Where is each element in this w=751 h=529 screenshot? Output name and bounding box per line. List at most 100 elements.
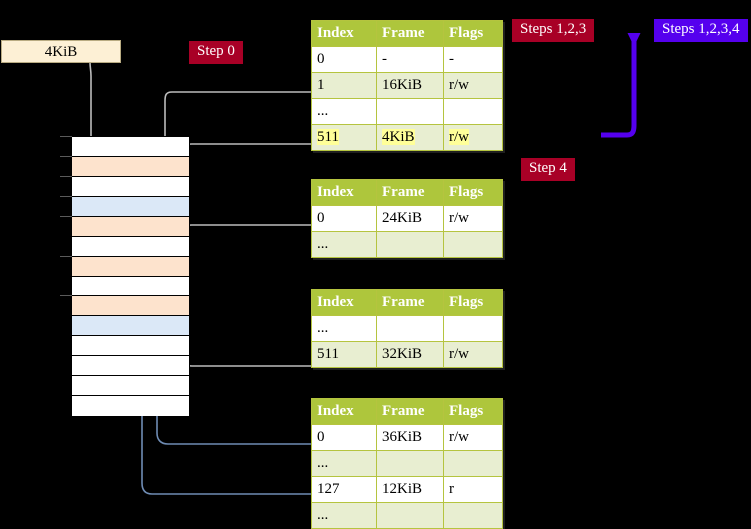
memory-frame-tick-6 <box>60 256 72 257</box>
cell-flags: r/w <box>443 341 503 368</box>
badge-step-4: Step 4 <box>521 158 575 181</box>
memory-frame-4 <box>72 217 189 237</box>
memory-frame-2 <box>72 177 189 197</box>
col-header-frame: Frame <box>376 289 444 316</box>
cell-index: ... <box>311 315 377 342</box>
cell-flags-text: r/w <box>449 129 469 145</box>
col-header-frame: Frame <box>376 20 444 47</box>
col-header-flags: Flags <box>443 20 503 47</box>
page-table-pdpt: Index Frame Flags 0 24KiB r/w ... <box>311 179 503 258</box>
table-row: 127 12KiB r <box>311 476 503 503</box>
memory-frame-0 <box>72 137 189 157</box>
table-header-row: Index Frame Flags <box>311 398 503 425</box>
cell-flags <box>443 98 503 125</box>
connector-pml4-row1 <box>164 91 311 162</box>
connector-pdpt-row0 <box>179 224 311 269</box>
cell-index: 0 <box>311 424 377 451</box>
table-row: ... <box>311 502 503 529</box>
table-row: ... <box>311 315 503 342</box>
cell-index: 511 <box>311 341 377 368</box>
col-header-frame: Frame <box>376 398 444 425</box>
cell-frame: 12KiB <box>376 476 444 503</box>
memory-frame-1 <box>72 157 189 177</box>
cell-index: 511 <box>311 124 377 151</box>
col-header-frame: Frame <box>376 179 444 206</box>
badge-steps-1234: Steps 1,2,3,4 <box>654 19 748 42</box>
memory-frame-tick-0 <box>60 136 72 137</box>
cell-frame <box>376 502 444 529</box>
cell-index: 0 <box>311 205 377 232</box>
memory-frame-3 <box>72 197 189 217</box>
memory-frame-5 <box>72 237 189 257</box>
col-header-index: Index <box>311 20 377 47</box>
cell-frame: 24KiB <box>376 205 444 232</box>
cell-frame <box>376 450 444 477</box>
cell-frame <box>376 98 444 125</box>
memory-frame-7 <box>72 277 189 296</box>
table-header-row: Index Frame Flags <box>311 179 503 206</box>
cell-flags <box>443 450 503 477</box>
connector-membox-to-frame <box>89 61 97 162</box>
table-row: 0 - - <box>311 46 503 73</box>
connector-pt-row127 <box>136 206 311 495</box>
cell-frame <box>376 315 444 342</box>
cell-flags: r/w <box>443 72 503 99</box>
steps-bracket-arrow <box>601 33 641 138</box>
col-header-flags: Flags <box>443 398 503 425</box>
connector-pt-row0 <box>151 321 311 445</box>
memory-size-box: 4KiB <box>1 40 121 63</box>
table-row: ... <box>311 98 503 125</box>
memory-frame-6 <box>72 257 189 277</box>
cell-index: ... <box>311 450 377 477</box>
cell-frame <box>376 231 444 258</box>
table-row-highlighted: 511 4KiB r/w <box>311 124 503 151</box>
table-header-row: Index Frame Flags <box>311 20 503 47</box>
memory-frame-12 <box>72 376 189 396</box>
table-row: 1 16KiB r/w <box>311 72 503 99</box>
col-header-index: Index <box>311 289 377 316</box>
cell-frame: 16KiB <box>376 72 444 99</box>
cell-flags: r/w <box>443 424 503 451</box>
cell-flags <box>443 231 503 258</box>
table-row: 511 32KiB r/w <box>311 341 503 368</box>
table-row: ... <box>311 450 503 477</box>
cell-flags: r <box>443 476 503 503</box>
memory-frame-10 <box>72 336 189 356</box>
cell-index: 0 <box>311 46 377 73</box>
table-header-row: Index Frame Flags <box>311 289 503 316</box>
badge-step-0: Step 0 <box>189 41 243 64</box>
physical-memory-column <box>71 136 190 416</box>
badge-steps-123: Steps 1,2,3 <box>512 19 595 42</box>
cell-frame: 32KiB <box>376 341 444 368</box>
memory-frame-tick-3 <box>60 196 72 197</box>
cell-flags: r/w <box>443 205 503 232</box>
cell-index: ... <box>311 98 377 125</box>
page-table-pt: Index Frame Flags 0 36KiB r/w ... 127 12… <box>311 398 503 529</box>
cell-flags <box>443 315 503 342</box>
cell-index: ... <box>311 502 377 529</box>
cell-index: 1 <box>311 72 377 99</box>
page-table-pd: Index Frame Flags ... 511 32KiB r/w <box>311 289 503 368</box>
table-row: 0 24KiB r/w <box>311 205 503 232</box>
col-header-flags: Flags <box>443 179 503 206</box>
cell-frame: 36KiB <box>376 424 444 451</box>
table-row: ... <box>311 231 503 258</box>
cell-flags <box>443 502 503 529</box>
memory-frame-8 <box>72 296 189 316</box>
memory-frame-tick-4 <box>60 216 72 217</box>
cell-frame: 4KiB <box>376 124 444 151</box>
memory-frame-9 <box>72 316 189 336</box>
cell-index: 127 <box>311 476 377 503</box>
memory-frame-tick-2 <box>60 176 72 177</box>
cell-index-text: 511 <box>317 129 339 145</box>
cell-index: ... <box>311 231 377 258</box>
cell-frame: - <box>376 46 444 73</box>
memory-frame-tick-8 <box>60 295 72 296</box>
memory-frame-tick-1 <box>60 156 72 157</box>
memory-frame-11 <box>72 356 189 376</box>
memory-frame-13 <box>72 396 189 416</box>
cell-flags: - <box>443 46 503 73</box>
page-table-pml4: Index Frame Flags 0 - - 1 16KiB r/w ... <box>311 20 503 151</box>
table-row: 0 36KiB r/w <box>311 424 503 451</box>
